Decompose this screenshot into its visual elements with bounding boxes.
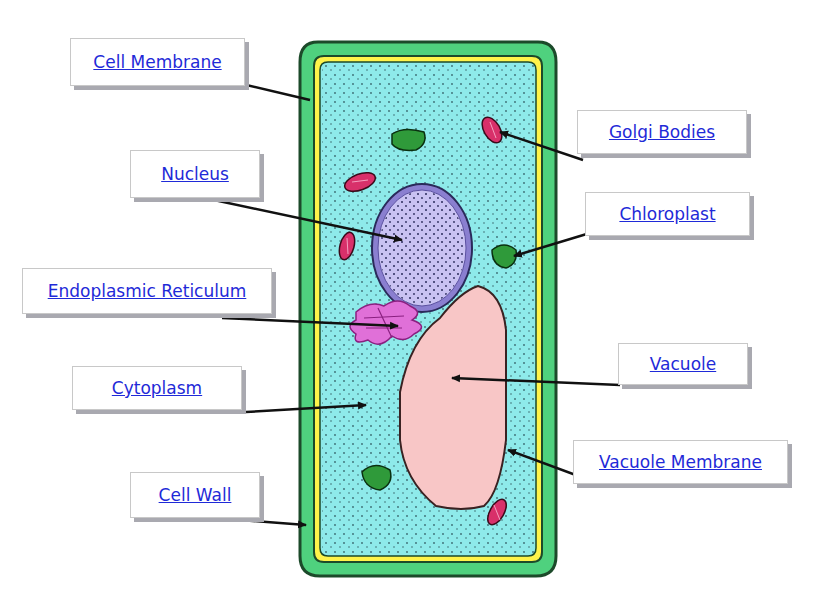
part-label: Vacuole Membrane [599,452,762,472]
label-box: Chloroplast [585,192,750,236]
part-label: Vacuole [650,354,716,374]
label-box: Endoplasmic Reticulum [22,268,272,314]
label-box: Golgi Bodies [577,110,747,154]
part-label: Cytoplasm [112,378,202,398]
label-box: Nucleus [130,150,260,198]
label-box: Vacuole Membrane [573,440,788,484]
label-box: Cell Membrane [70,38,245,86]
part-label: Endoplasmic Reticulum [48,281,247,301]
part-label: Golgi Bodies [609,122,715,142]
label-box: Vacuole [618,343,748,385]
label-box: Cytoplasm [72,366,242,410]
part-label: Chloroplast [619,204,715,224]
label-box: Cell Wall [130,472,260,518]
part-label: Cell Membrane [93,52,221,72]
part-label: Nucleus [161,164,229,184]
part-label: Cell Wall [159,485,232,505]
